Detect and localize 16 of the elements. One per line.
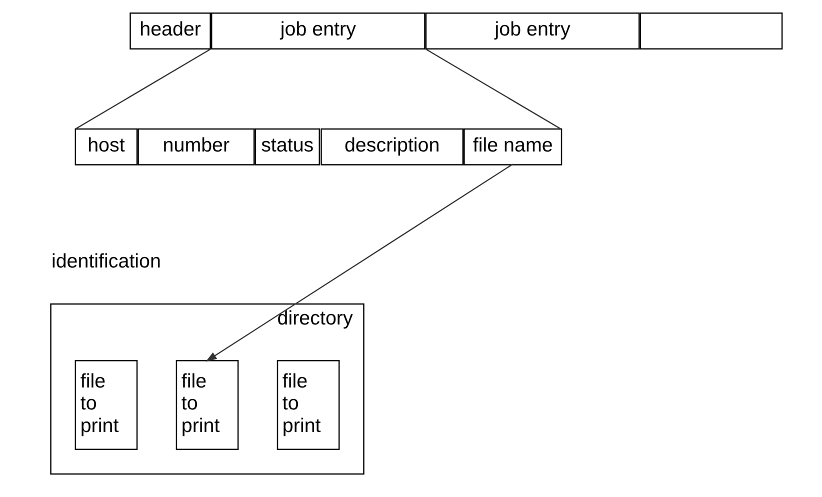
arrow <box>205 164 513 362</box>
node-box: number <box>137 128 254 166</box>
node-box: description <box>320 128 464 166</box>
node-box: file name <box>463 128 562 166</box>
node-box <box>639 12 782 50</box>
label: identification <box>50 250 161 272</box>
node-box: file to print <box>276 360 340 450</box>
node-box: host <box>74 128 138 166</box>
node-box: status <box>254 128 320 166</box>
node-box: file to print <box>74 360 138 450</box>
connector <box>74 48 211 130</box>
node-box: file to print <box>175 360 238 450</box>
node-box: job entry <box>424 12 640 50</box>
node-box: job entry <box>210 12 425 50</box>
node-box: header <box>129 12 210 50</box>
connector <box>424 48 561 130</box>
